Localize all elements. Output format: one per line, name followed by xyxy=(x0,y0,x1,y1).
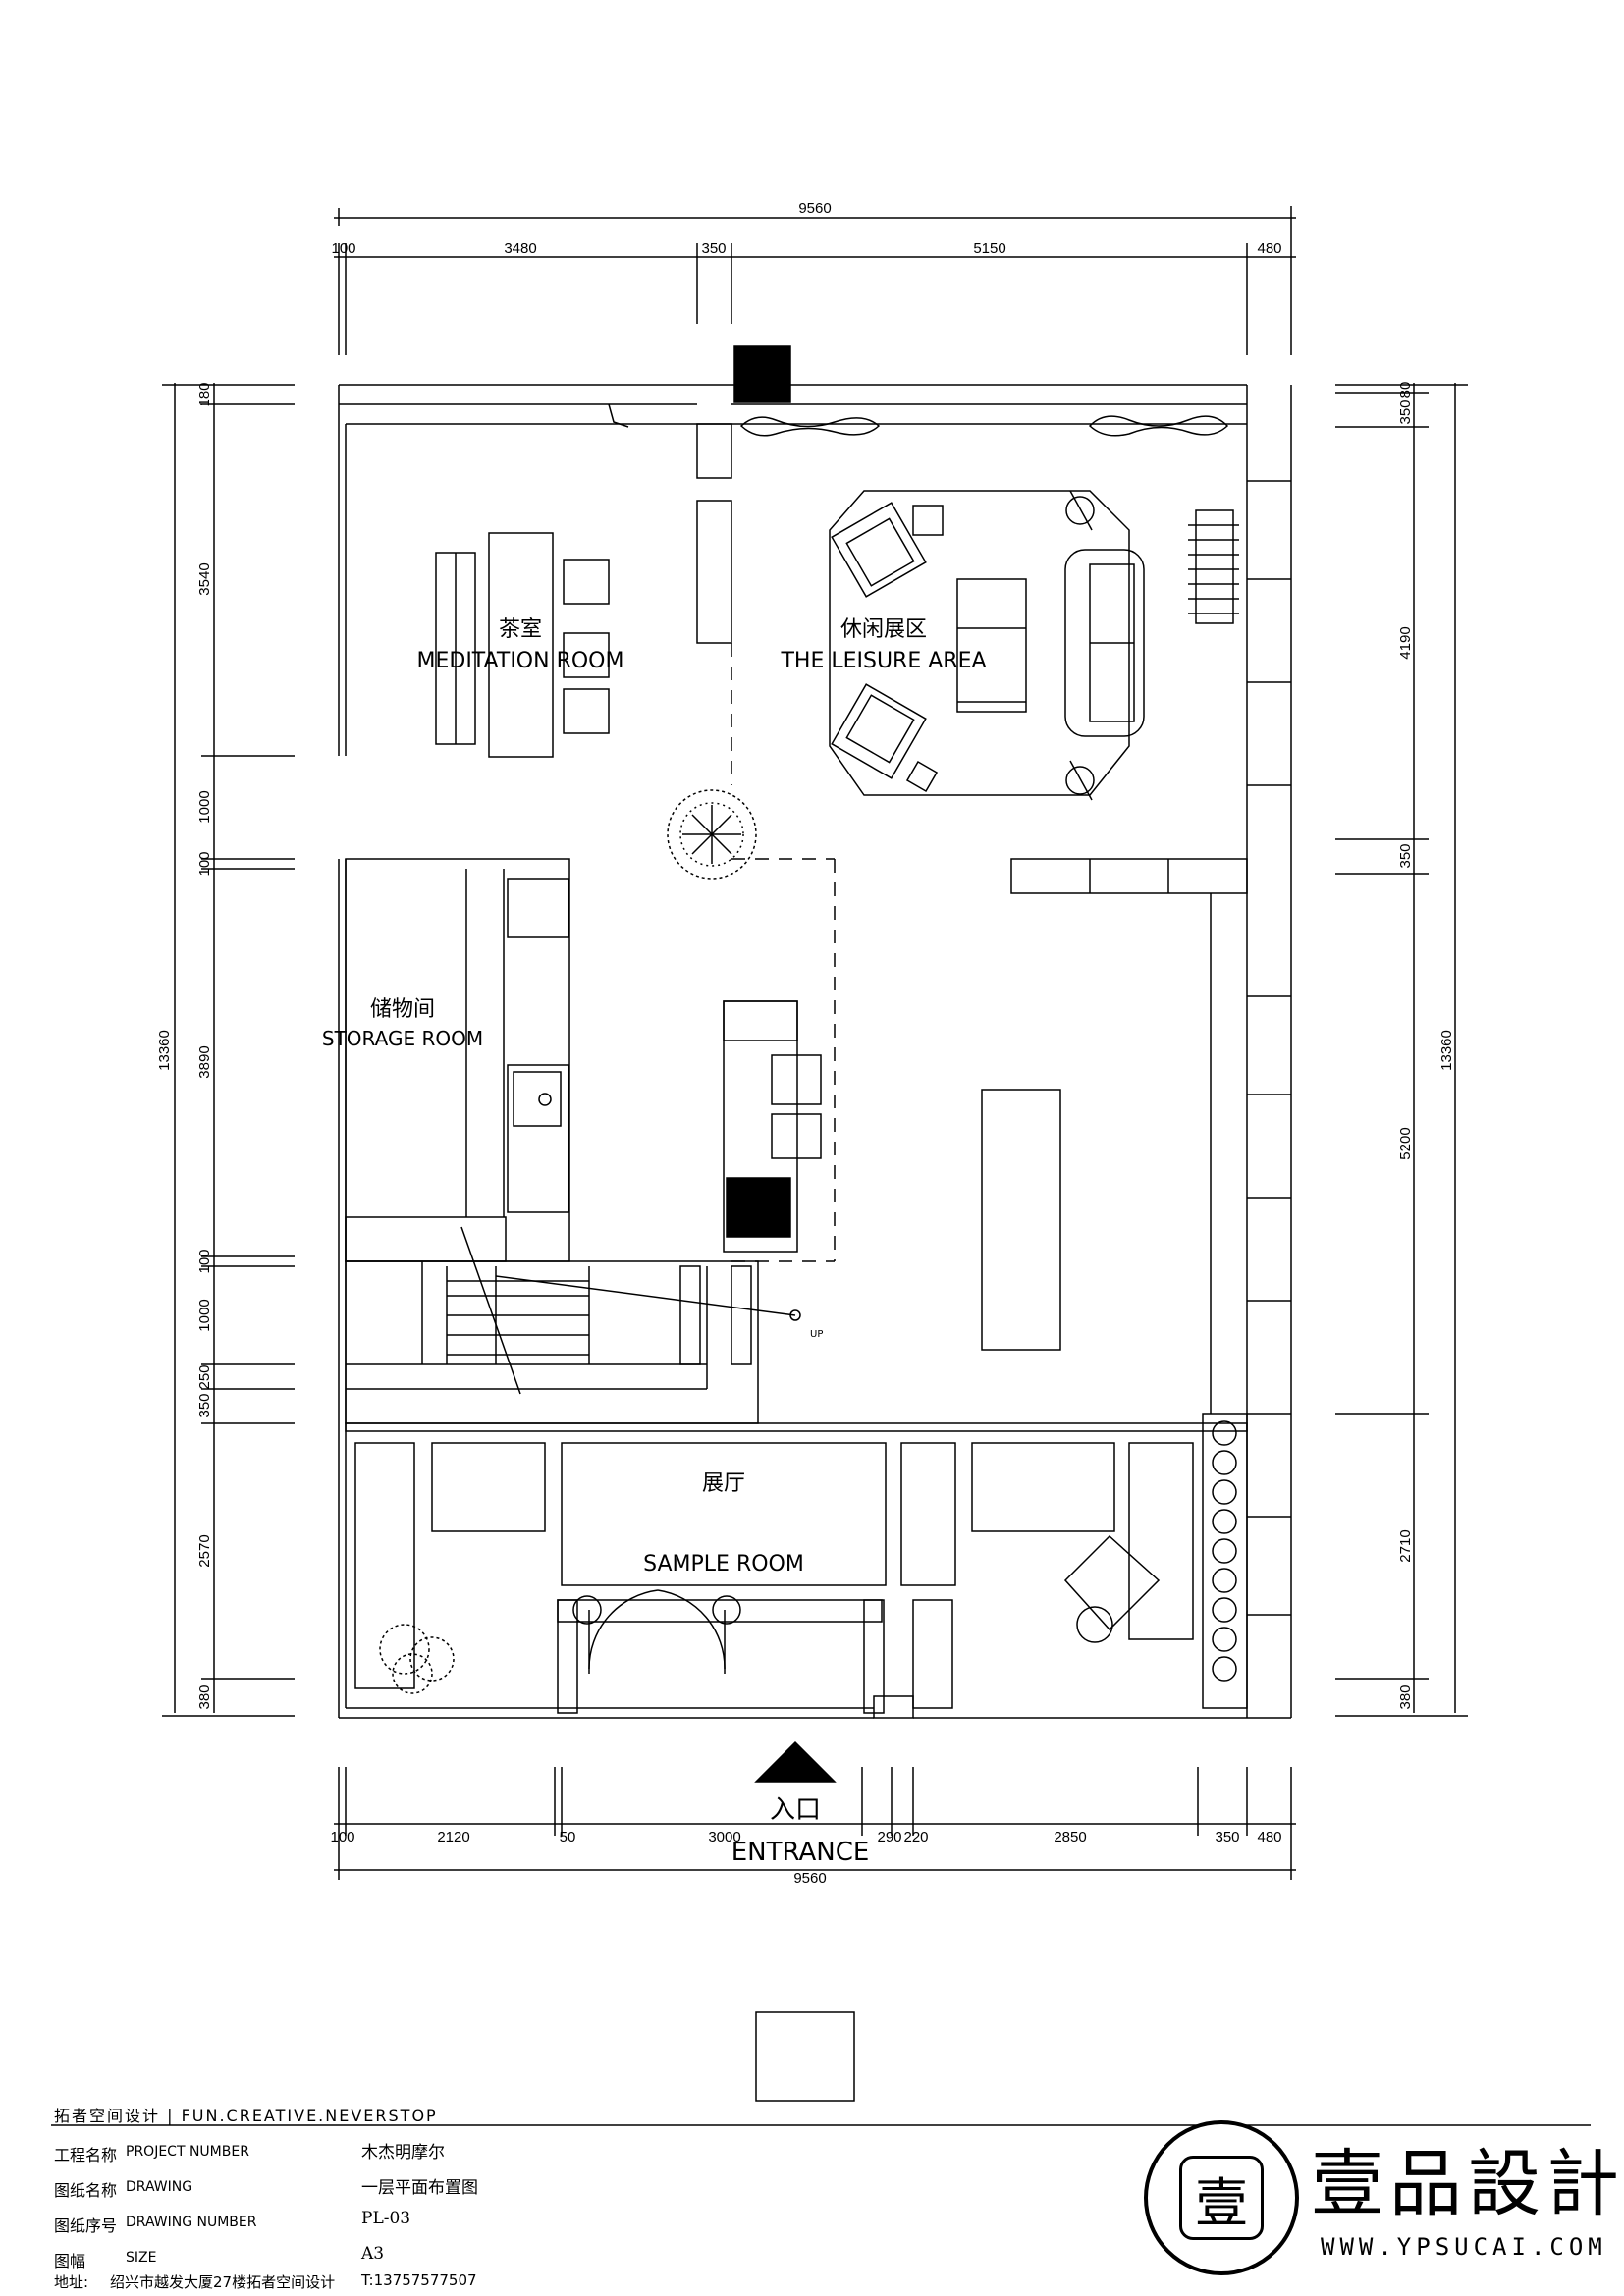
dim-bottom-seg-1: 100 xyxy=(330,1829,354,1845)
tea-room-furniture xyxy=(435,532,610,758)
exterior-walls xyxy=(338,384,1292,1719)
sample-room-cn: 展厅 xyxy=(702,1471,745,1496)
top-dimension-line xyxy=(334,206,1296,355)
north-box xyxy=(755,2011,855,2102)
watermark-name: 壹品設計 xyxy=(1311,2142,1624,2226)
column-top xyxy=(733,345,791,403)
dim-top-seg-3: 350 xyxy=(701,240,726,257)
dim-top-seg-1: 100 xyxy=(331,240,355,257)
dim-right-total: 13360 xyxy=(1438,1030,1455,1071)
row-size-en: SIZE xyxy=(126,2250,157,2266)
partition-wall-2 xyxy=(696,500,732,644)
plant-bottom-left xyxy=(379,1624,455,1694)
dim-bottom-seg-4: 3000 xyxy=(708,1829,740,1845)
display-shelf-right xyxy=(1010,858,1248,894)
dim-left-total: 13360 xyxy=(156,1030,173,1071)
dim-top-seg-5: 480 xyxy=(1257,240,1281,257)
dim-left-seg-8: 250 xyxy=(196,1364,213,1389)
row-size-cn: 图幅 xyxy=(54,2252,86,2270)
address-label: 地址: xyxy=(54,2273,89,2291)
partition-wall-1 xyxy=(696,423,732,479)
leisure-area-en: THE LEISURE AREA xyxy=(780,649,986,673)
dim-bottom-seg-6: 220 xyxy=(903,1829,928,1845)
room-labels: 茶室 MEDITATION ROOM 休闲展区 THE LEISURE AREA… xyxy=(322,617,987,1867)
meditation-room-cn: 茶室 xyxy=(499,617,542,642)
storage-room-cn: 储物间 xyxy=(370,997,435,1022)
dim-left-seg-5: 3890 xyxy=(196,1045,213,1078)
dim-right-seg-6: 2710 xyxy=(1397,1529,1414,1562)
row-number-en: DRAWING NUMBER xyxy=(126,2215,257,2230)
dim-left-seg-7: 1000 xyxy=(196,1299,213,1331)
meditation-room-en: MEDITATION ROOM xyxy=(417,649,624,673)
bottom-dimension-line xyxy=(334,1767,1296,1880)
sample-room-en: SAMPLE ROOM xyxy=(643,1552,804,1576)
address-text: 绍兴市越发大厦27楼拓者空间设计 xyxy=(110,2273,336,2291)
right-dimension-line xyxy=(1335,383,1468,1717)
bottom-dimension-labels: 100 2120 50 3000 290 220 2850 350 480 95… xyxy=(330,1829,1281,1887)
dim-bottom-seg-3: 50 xyxy=(560,1829,576,1845)
row-drawing-en: DRAWING xyxy=(126,2179,193,2195)
row-drawing-value: 一层平面布置图 xyxy=(361,2178,478,2198)
dim-bottom-seg-9: 480 xyxy=(1257,1829,1281,1845)
curtain-wall-right xyxy=(1247,480,1291,1616)
row-drawing-cn: 图纸名称 xyxy=(54,2181,118,2200)
row-number-cn: 图纸序号 xyxy=(54,2216,118,2235)
dim-right-seg-1: 80 xyxy=(1397,382,1414,399)
left-dimension-labels: 13360 180 3540 1000 100 3890 100 1000 25… xyxy=(156,382,213,1709)
row-size-value: A3 xyxy=(361,2244,385,2264)
dim-top-total: 9560 xyxy=(798,200,831,217)
leisure-area-furniture xyxy=(829,490,1239,801)
left-dimension-line xyxy=(162,383,295,1717)
watermark-url: WWW.YPSUCAI.COM xyxy=(1321,2233,1607,2261)
dim-left-seg-4: 100 xyxy=(196,851,213,876)
window-swing-top xyxy=(608,403,629,428)
dim-left-seg-11: 380 xyxy=(196,1684,213,1709)
dim-top-seg-4: 5150 xyxy=(973,240,1005,257)
storage-room-en: STORAGE ROOM xyxy=(322,1027,483,1050)
entrance-en: ENTRANCE xyxy=(731,1838,870,1867)
plant-center xyxy=(667,789,757,880)
dim-bottom-seg-7: 2850 xyxy=(1054,1829,1086,1845)
dim-left-seg-2: 3540 xyxy=(196,562,213,595)
sample-room-furniture xyxy=(345,1413,1248,1719)
right-dimension-labels: 13360 80 350 4190 350 5200 2710 380 xyxy=(1397,382,1455,1710)
dim-left-seg-10: 2570 xyxy=(196,1534,213,1567)
dim-right-seg-7: 380 xyxy=(1397,1684,1414,1709)
dim-left-seg-1: 180 xyxy=(196,382,213,406)
dim-right-seg-2: 350 xyxy=(1397,400,1414,424)
row-number-value: PL-03 xyxy=(361,2209,411,2228)
dim-left-seg-3: 1000 xyxy=(196,790,213,823)
dim-right-seg-5: 5200 xyxy=(1397,1127,1414,1159)
top-dimension-labels: 9560 100 3480 350 5150 480 xyxy=(331,200,1281,257)
curtain-top-1 xyxy=(739,416,881,437)
company-slogan: 拓者空间设计 | FUN.CREATIVE.NEVERSTOP xyxy=(54,2107,438,2125)
row-project-value: 木杰明摩尔 xyxy=(361,2143,445,2163)
dim-bottom-seg-8: 350 xyxy=(1215,1829,1239,1845)
dim-bottom-total: 9560 xyxy=(793,1870,826,1887)
dim-left-seg-6: 100 xyxy=(196,1249,213,1273)
curtain-top-2 xyxy=(1088,415,1229,437)
entrance-arrow xyxy=(754,1740,837,1783)
watermark-logo-mark: 壹 xyxy=(1179,2156,1264,2240)
leisure-area-cn: 休闲展区 xyxy=(840,617,927,642)
storage-room xyxy=(345,858,570,1262)
watermark-logo: 壹 xyxy=(1144,2120,1299,2275)
entrance-cn: 入口 xyxy=(770,1795,821,1825)
stair-up-label: UP xyxy=(810,1329,823,1340)
dim-right-seg-4: 350 xyxy=(1397,843,1414,868)
dim-left-seg-9: 350 xyxy=(196,1393,213,1417)
dim-top-seg-2: 3480 xyxy=(504,240,536,257)
dim-bottom-seg-5: 290 xyxy=(877,1829,901,1845)
dim-right-seg-3: 4190 xyxy=(1397,626,1414,659)
island-counter xyxy=(723,1000,1061,1351)
phone-text: T:13757577507 xyxy=(361,2271,477,2289)
watermark-logo-char: 壹 xyxy=(1195,2171,1248,2234)
row-project-cn: 工程名称 xyxy=(54,2146,118,2164)
staircase xyxy=(345,1226,801,1424)
row-project-en: PROJECT NUMBER xyxy=(126,2144,249,2160)
dim-bottom-seg-2: 2120 xyxy=(437,1829,469,1845)
